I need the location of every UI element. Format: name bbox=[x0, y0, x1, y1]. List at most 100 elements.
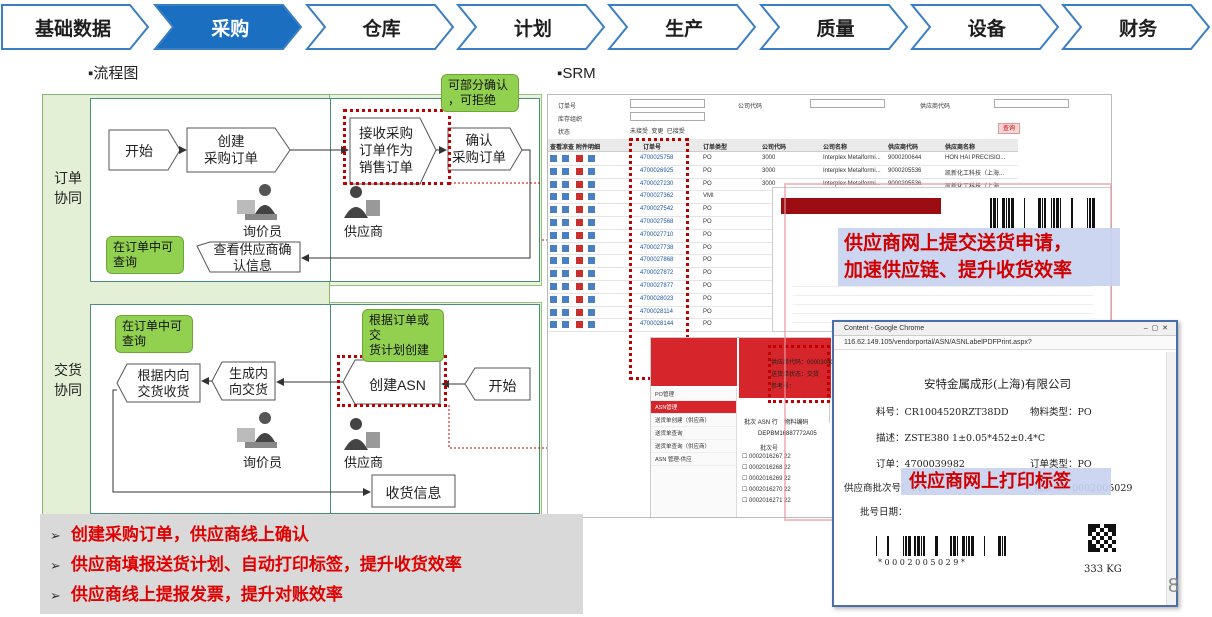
inventory-org-select[interactable] bbox=[630, 112, 705, 121]
popup-address-bar[interactable]: 116.62.149.105/vendorportal/ASN/ASNLabel… bbox=[834, 336, 1176, 360]
asn-menu-item[interactable]: ASN管理 bbox=[651, 401, 736, 414]
inspect-icon[interactable] bbox=[562, 206, 569, 214]
attachment-icon[interactable] bbox=[576, 193, 583, 201]
detail-icon[interactable] bbox=[588, 308, 595, 316]
view-icon[interactable] bbox=[550, 180, 557, 188]
detail-icon[interactable] bbox=[588, 155, 595, 162]
attachment-icon[interactable] bbox=[576, 257, 583, 265]
status-options[interactable]: 未接受 变更 已接受 bbox=[630, 129, 685, 135]
attachment-icon[interactable] bbox=[576, 167, 583, 175]
inspect-icon[interactable] bbox=[562, 231, 569, 239]
nav-tab-5[interactable]: 质量 bbox=[758, 3, 909, 51]
attachment-icon[interactable] bbox=[576, 295, 583, 303]
inspect-icon[interactable] bbox=[562, 219, 569, 226]
grid-col-header[interactable]: 订单号 bbox=[643, 145, 662, 151]
list-item[interactable]: ☐ 0002016267 22 bbox=[742, 452, 830, 463]
detail-icon[interactable] bbox=[588, 193, 595, 201]
nav-tab-0[interactable]: 基础数据 bbox=[0, 3, 150, 51]
attachment-icon[interactable] bbox=[576, 283, 583, 290]
view-icon[interactable] bbox=[550, 270, 557, 278]
checkbox-icon[interactable]: ☐ bbox=[742, 454, 750, 460]
asn-menu-item[interactable]: 送货单查询（供应商） bbox=[651, 440, 736, 453]
search-button[interactable]: 查询 bbox=[998, 123, 1020, 134]
view-icon[interactable] bbox=[550, 167, 557, 175]
inspect-icon[interactable] bbox=[562, 167, 569, 175]
attachment-icon[interactable] bbox=[576, 270, 583, 278]
attachment-icon[interactable] bbox=[576, 321, 583, 329]
detail-icon[interactable] bbox=[588, 321, 595, 329]
attachment-icon[interactable] bbox=[576, 244, 583, 252]
attachment-icon[interactable] bbox=[576, 308, 583, 316]
inspect-icon[interactable] bbox=[562, 193, 569, 201]
list-item[interactable]: ☐ 0002016269 22 bbox=[742, 474, 830, 485]
inspect-icon[interactable] bbox=[562, 321, 569, 329]
asn-menu-item[interactable]: 送货单创建（供应商） bbox=[651, 414, 736, 427]
attachment-icon[interactable] bbox=[576, 180, 583, 188]
detail-icon[interactable] bbox=[588, 219, 595, 226]
view-icon[interactable] bbox=[550, 193, 557, 201]
inspect-icon[interactable] bbox=[562, 283, 569, 290]
view-icon[interactable] bbox=[550, 244, 557, 252]
detail-icon[interactable] bbox=[588, 206, 595, 214]
view-icon[interactable] bbox=[550, 283, 557, 290]
grid-col-header[interactable]: 明细 bbox=[588, 145, 601, 151]
grid-col-header[interactable]: 附件 bbox=[576, 145, 589, 151]
detail-icon[interactable] bbox=[588, 270, 595, 278]
detail-icon[interactable] bbox=[588, 231, 595, 239]
grid-col-header[interactable]: 供应商名称 bbox=[945, 145, 976, 151]
nav-tab-7[interactable]: 财务 bbox=[1061, 3, 1211, 51]
checkbox-icon[interactable]: ☐ bbox=[742, 476, 750, 482]
view-icon[interactable] bbox=[550, 155, 557, 162]
nav-tab-2[interactable]: 仓库 bbox=[304, 3, 455, 51]
checkbox-icon[interactable]: ☐ bbox=[742, 465, 750, 471]
attachment-icon[interactable] bbox=[576, 231, 583, 239]
grid-col-header[interactable]: 公司代码 bbox=[762, 145, 787, 151]
inspect-icon[interactable] bbox=[562, 295, 569, 303]
attachment-icon[interactable] bbox=[576, 155, 583, 162]
inspect-icon[interactable] bbox=[562, 257, 569, 265]
grid-col-header[interactable]: 公司名称 bbox=[823, 145, 848, 151]
attachment-icon[interactable] bbox=[576, 206, 583, 214]
detail-icon[interactable] bbox=[588, 295, 595, 303]
nav-tab-3[interactable]: 计划 bbox=[455, 3, 606, 51]
grid-col-header[interactable]: 供应商代码 bbox=[888, 145, 919, 151]
inspect-icon[interactable] bbox=[562, 155, 569, 162]
detail-icon[interactable] bbox=[588, 180, 595, 188]
nav-tab-1[interactable]: 采购 bbox=[153, 3, 303, 51]
view-icon[interactable] bbox=[550, 257, 557, 265]
inspect-icon[interactable] bbox=[562, 270, 569, 278]
supplier-code-input[interactable] bbox=[994, 99, 1069, 108]
view-icon[interactable] bbox=[550, 321, 557, 329]
window-controls[interactable]: – ▢ ✕ bbox=[1143, 325, 1168, 332]
list-item[interactable]: ☐ 0002016271 22 bbox=[742, 496, 830, 507]
company-code-input[interactable] bbox=[810, 99, 885, 108]
asn-menu-item[interactable]: 送货单查询 bbox=[651, 427, 736, 440]
list-item[interactable]: ☐ 0002016268 22 bbox=[742, 463, 830, 474]
view-icon[interactable] bbox=[550, 308, 557, 316]
checkbox-icon[interactable]: ☐ bbox=[742, 487, 750, 493]
nav-tab-6[interactable]: 设备 bbox=[909, 3, 1060, 51]
inspect-icon[interactable] bbox=[562, 308, 569, 316]
detail-icon[interactable] bbox=[588, 244, 595, 252]
grid-col-header[interactable]: 订单类型 bbox=[703, 145, 728, 151]
attachment-icon[interactable] bbox=[576, 219, 583, 226]
checkbox-icon[interactable]: ☐ bbox=[742, 498, 750, 504]
view-icon[interactable] bbox=[550, 295, 557, 303]
nav-tab-4[interactable]: 生产 bbox=[607, 3, 757, 51]
inspect-icon[interactable] bbox=[562, 244, 569, 252]
grid-col-header[interactable]: 查看 bbox=[550, 145, 563, 151]
list-item[interactable]: ☐ 0002016270 22 bbox=[742, 485, 830, 496]
order-no-input[interactable] bbox=[630, 99, 705, 108]
view-icon[interactable] bbox=[550, 206, 557, 214]
detail-icon[interactable] bbox=[588, 167, 595, 175]
asn-menu-item[interactable]: PO管理 bbox=[651, 388, 736, 401]
detail-icon[interactable] bbox=[588, 283, 595, 290]
asn-menu-item[interactable]: ASN 管理-供应 bbox=[651, 453, 736, 466]
detail-icon[interactable] bbox=[588, 257, 595, 265]
view-icon[interactable] bbox=[550, 231, 557, 239]
view-icon[interactable] bbox=[550, 219, 557, 226]
popup-scrollbar[interactable] bbox=[1166, 352, 1176, 605]
grid-col-header[interactable]: 凉查 bbox=[562, 145, 575, 151]
